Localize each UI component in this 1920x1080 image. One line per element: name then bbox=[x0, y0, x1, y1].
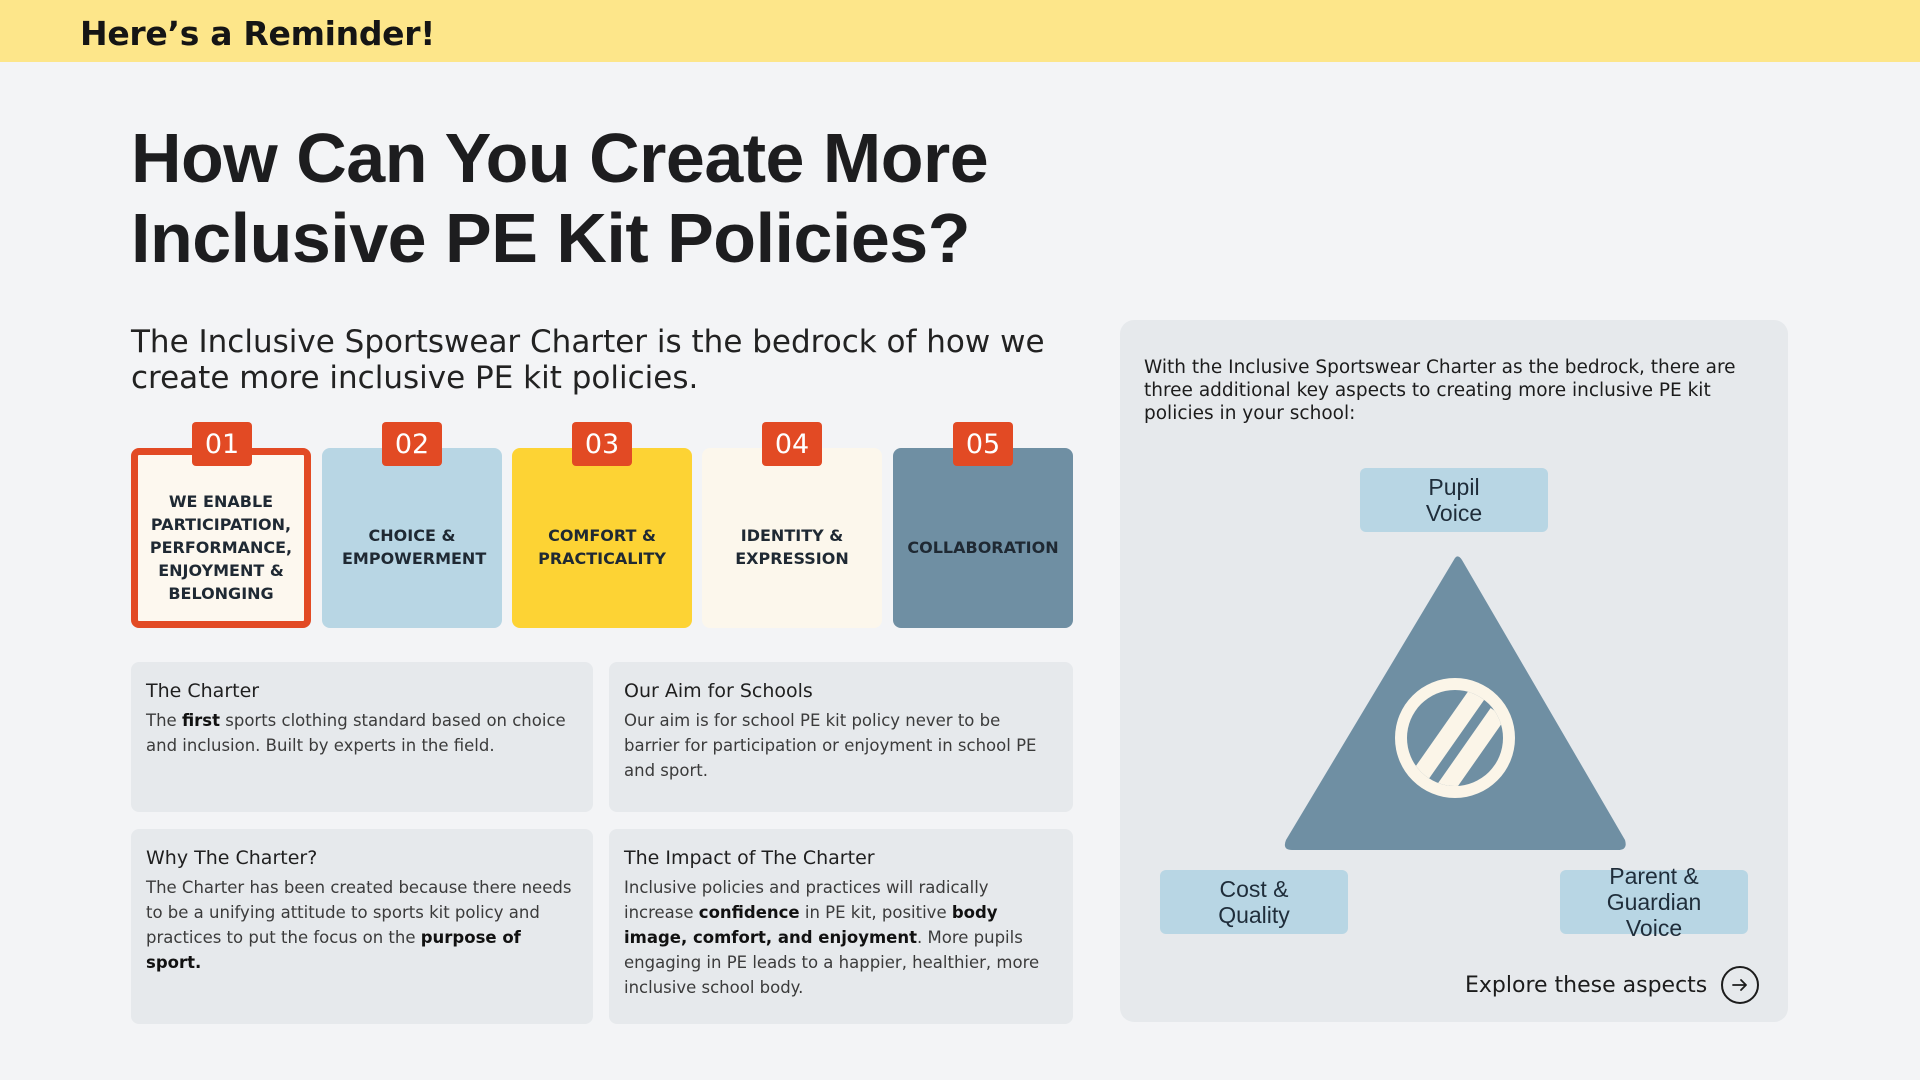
panel-intro: With the Inclusive Sportswear Charter as… bbox=[1144, 357, 1736, 424]
card-body: The Charter has been created because the… bbox=[146, 878, 572, 972]
pillar-label: WE ENABLE PARTICIPATION, PERFORMANCE, EN… bbox=[149, 491, 293, 603]
pillar-number: 01 bbox=[192, 422, 252, 466]
page-title: How Can You Create More Inclusive PE Kit… bbox=[131, 119, 989, 277]
card-body: The first sports clothing standard based… bbox=[146, 711, 566, 755]
aspect-pupil-voice[interactable]: Pupil Voice bbox=[1360, 468, 1548, 532]
pillar-label: IDENTITY & EXPRESSION bbox=[735, 526, 849, 568]
pillar-number: 05 bbox=[953, 422, 1013, 466]
pillar-label: CHOICE & EMPOWERMENT bbox=[342, 526, 487, 568]
pillar-05[interactable]: COLLABORATION bbox=[893, 448, 1073, 628]
pillar-number: 04 bbox=[762, 422, 822, 466]
card-title: The Impact of The Charter bbox=[624, 847, 875, 869]
card-title: The Charter bbox=[146, 680, 260, 702]
explore-label: Explore these aspects bbox=[1465, 972, 1708, 998]
card-why: Why The Charter? The Charter has been cr… bbox=[131, 829, 593, 1024]
pillar-number: 02 bbox=[382, 422, 442, 466]
reminder-banner: Here’s a Reminder! bbox=[0, 0, 1920, 62]
arrow-right-circle-icon[interactable] bbox=[1721, 966, 1760, 1004]
pillar-04[interactable]: IDENTITY & EXPRESSION bbox=[702, 448, 882, 628]
explore-aspects-link[interactable]: Explore these aspects bbox=[1465, 966, 1760, 1004]
pillar-label: COLLABORATION bbox=[907, 537, 1059, 557]
card-title: Why The Charter? bbox=[146, 847, 318, 869]
pillar-label: COMFORT & PRACTICALITY bbox=[538, 526, 666, 568]
aspect-label: Pupil Voice bbox=[1425, 474, 1483, 526]
card-body: Our aim is for school PE kit policy neve… bbox=[624, 711, 1037, 780]
aspects-panel: With the Inclusive Sportswear Charter as… bbox=[1120, 320, 1788, 1022]
aspect-parent-guardian-voice[interactable]: Parent & Guardian Voice bbox=[1560, 863, 1748, 941]
lead-text: The Inclusive Sportswear Charter is the … bbox=[131, 324, 1045, 396]
card-body: Inclusive policies and practices will ra… bbox=[624, 878, 1040, 997]
card-impact: The Impact of The Charter Inclusive poli… bbox=[609, 829, 1073, 1024]
pillar-02[interactable]: CHOICE & EMPOWERMENT bbox=[322, 448, 502, 628]
pillar-01[interactable]: WE ENABLE PARTICIPATION, PERFORMANCE, EN… bbox=[131, 448, 311, 628]
card-aim: Our Aim for Schools Our aim is for schoo… bbox=[609, 662, 1073, 812]
charter-triangle bbox=[1284, 556, 1626, 850]
card-charter: The Charter The first sports clothing st… bbox=[131, 662, 593, 812]
charter-logo-icon bbox=[1395, 678, 1515, 798]
card-title: Our Aim for Schools bbox=[624, 680, 813, 702]
pillar-03[interactable]: COMFORT & PRACTICALITY bbox=[512, 448, 692, 628]
aspect-label: Cost & Quality bbox=[1218, 876, 1290, 928]
arrow-right-icon bbox=[1732, 979, 1748, 991]
aspect-label: Parent & Guardian Voice bbox=[1606, 863, 1702, 941]
aspect-cost-quality[interactable]: Cost & Quality bbox=[1160, 870, 1348, 934]
banner-text: Here’s a Reminder! bbox=[80, 14, 435, 53]
pillar-number: 03 bbox=[572, 422, 632, 466]
